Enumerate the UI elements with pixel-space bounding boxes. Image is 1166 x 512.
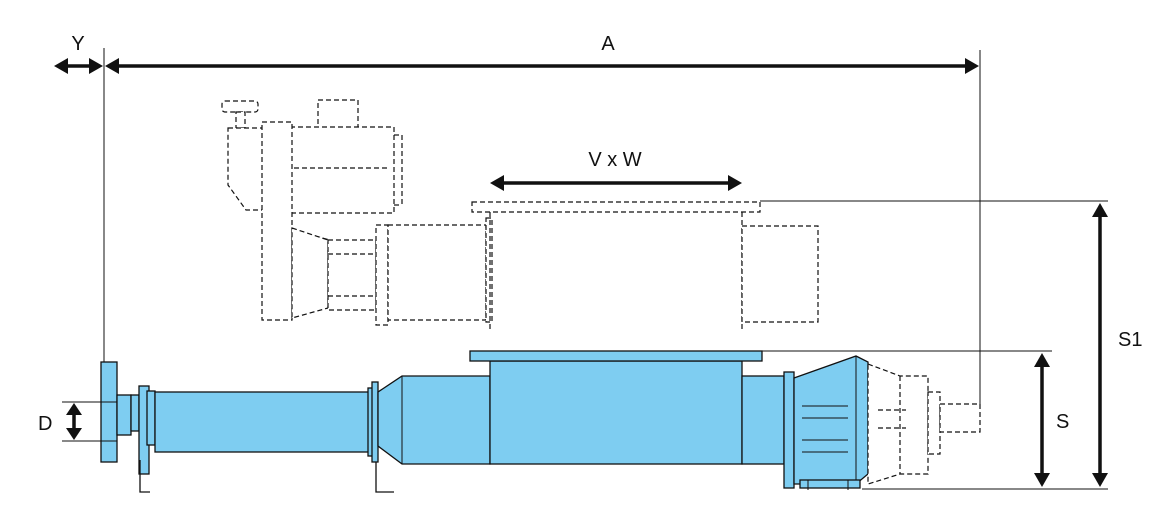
dimension-labels: Y A V x W S1 S D (38, 33, 1142, 435)
bearing-housing (327, 239, 377, 311)
gearbox-housing (227, 127, 267, 211)
dimension-lines (54, 48, 1108, 490)
label-a: A (601, 33, 615, 55)
flange-neck-ring (130, 394, 140, 432)
drive-shaft-dashed (939, 403, 981, 433)
end-cover (741, 225, 819, 323)
hopper-top-flange-dashed (471, 201, 761, 213)
label-s1: S1 (1118, 329, 1142, 351)
adapter-flange (375, 224, 389, 326)
flange-neck (116, 394, 132, 436)
coupling-cone (291, 227, 329, 319)
stator-tube (154, 391, 371, 453)
motor-adapter-dashed (867, 363, 929, 485)
support-foot-right (375, 458, 394, 493)
upper-dashed-assembly (221, 99, 819, 330)
hopper-side-flange-left (485, 217, 493, 323)
motor-terminal-box (317, 99, 359, 129)
discharge-flange (100, 361, 118, 463)
suction-housing-cone (377, 375, 491, 465)
handwheel (221, 100, 259, 113)
label-vxw: V x W (588, 149, 641, 171)
label-y: Y (71, 33, 84, 55)
suction-casing (489, 360, 743, 465)
label-d: D (38, 413, 52, 435)
gear-unit (793, 355, 869, 485)
drive-flange-plate (261, 121, 293, 321)
drive-flange (783, 371, 795, 489)
gear-base-foot (799, 479, 861, 489)
motor-bearing-dashed (927, 391, 941, 455)
stator-section (387, 224, 487, 321)
handwheel-stem (235, 111, 246, 129)
support-foot-left (139, 460, 150, 493)
clamp-ring-left (146, 390, 156, 446)
pump-assembly (100, 350, 981, 493)
tie-rod-clamp-right (371, 381, 379, 463)
hopper-flange (469, 350, 763, 362)
motor-body (289, 126, 395, 214)
label-s: S (1056, 411, 1069, 433)
bearing-lantern (741, 375, 785, 465)
